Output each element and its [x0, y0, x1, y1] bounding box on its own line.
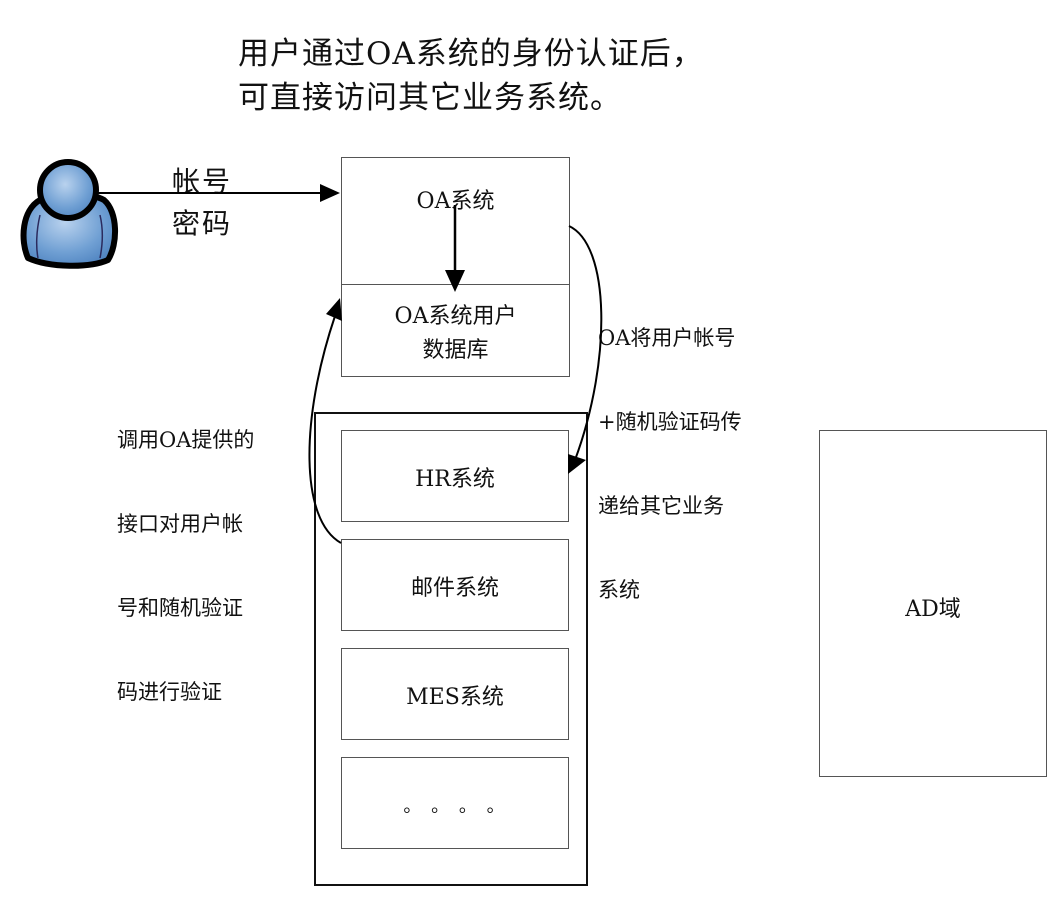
business-system-box: 。 。 。 。 — [341, 757, 569, 849]
business-system-box: MES系统 — [341, 648, 569, 740]
note-line: 接口对用户帐 — [117, 512, 243, 536]
arrow-oa-to-db — [445, 205, 465, 292]
ad-domain-box: AD域 — [819, 430, 1047, 777]
arrow-verify-back-to-oa-db — [308, 298, 342, 544]
note-verify-via-oa-api: 调用OA提供的 接口对用户帐 号和随机验证 码进行验证 — [117, 370, 254, 734]
title-line-1: 用户通过OA系统的身份认证后， — [238, 36, 704, 72]
credential-label-line-2: 密码 — [172, 207, 233, 240]
note-line: +随机验证码传 — [598, 410, 742, 434]
business-system-box: 邮件系统 — [341, 539, 569, 631]
arrow-oa-to-business-systems — [568, 225, 603, 474]
business-system-label: 邮件系统 — [410, 576, 499, 601]
business-system-label: HR系统 — [415, 467, 495, 492]
business-system-box: HR系统 — [341, 430, 569, 522]
title-line-2: 可直接访问其它业务系统。 — [238, 80, 622, 116]
note-oa-passes-credentials: OA将用户帐号 +随机验证码传 递给其它业务 系统 — [598, 268, 742, 632]
business-system-label: MES系统 — [406, 685, 504, 710]
ad-domain-label: AD域 — [905, 597, 961, 622]
arrow-credentials-to-oa — [94, 184, 340, 202]
oa-user-db-box: OA系统用户 数据库 — [341, 284, 570, 377]
user-icon — [20, 159, 119, 269]
note-line: 系统 — [598, 578, 640, 602]
note-line: 调用OA提供的 — [117, 428, 255, 452]
oa-db-label-line-1: OA系统用户 — [394, 304, 517, 329]
note-line: 递给其它业务 — [598, 494, 724, 518]
oa-db-label-line-2: 数据库 — [422, 338, 489, 363]
note-line: OA将用户帐号 — [598, 326, 736, 350]
note-line: 码进行验证 — [117, 680, 222, 704]
business-system-label: 。 。 。 。 — [403, 796, 507, 817]
note-line: 号和随机验证 — [117, 596, 243, 620]
